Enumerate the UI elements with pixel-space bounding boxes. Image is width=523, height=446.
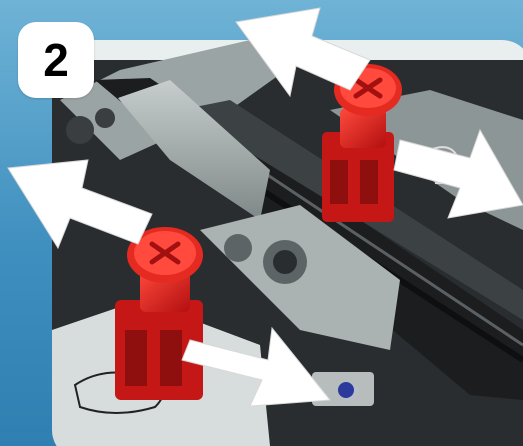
step-number: 2 (43, 37, 69, 83)
red-pin-lower (115, 227, 203, 400)
step-badge: 2 (18, 22, 94, 98)
